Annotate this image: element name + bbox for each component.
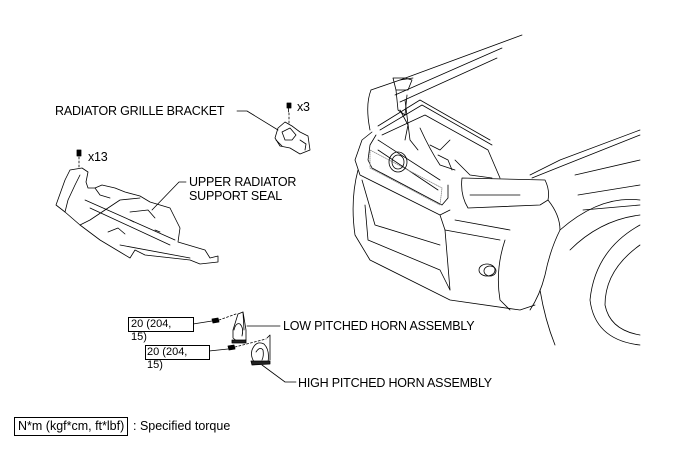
- low-pitched-horn-label: LOW PITCHED HORN ASSEMBLY: [283, 319, 475, 333]
- low-horn-torque-value-line2: 15): [131, 331, 147, 343]
- radiator-grille-bracket-drawing: [236, 102, 311, 155]
- vehicle-front-drawing: [352, 34, 641, 346]
- torque-legend-symbol: N*m (kgf*cm, ft*lbf): [14, 417, 129, 436]
- torque-legend-description: : Specified torque: [133, 419, 231, 433]
- low-pitched-horn-drawing: [192, 311, 281, 344]
- upper-radiator-support-seal-label-line1: UPPER RADIATOR: [189, 175, 297, 189]
- high-horn-torque-value-line2: 15): [147, 359, 163, 371]
- low-horn-torque-box: [128, 317, 194, 332]
- high-pitched-horn-drawing: [208, 334, 297, 383]
- upper-radiator-support-seal-qty: x13: [88, 150, 108, 164]
- low-horn-torque-value-line1: 20 (204,: [131, 318, 172, 330]
- radiator-grille-bracket-label: RADIATOR GRILLE BRACKET: [55, 104, 225, 118]
- upper-radiator-support-seal-drawing: [55, 149, 219, 265]
- upper-radiator-support-seal-label-line2: SUPPORT SEAL: [189, 189, 283, 203]
- radiator-grille-bracket-qty: x3: [297, 100, 310, 114]
- high-pitched-horn-label: HIGH PITCHED HORN ASSEMBLY: [298, 376, 492, 390]
- high-horn-torque-value-line1: 20 (204,: [147, 346, 188, 358]
- high-horn-torque-box: [145, 345, 210, 360]
